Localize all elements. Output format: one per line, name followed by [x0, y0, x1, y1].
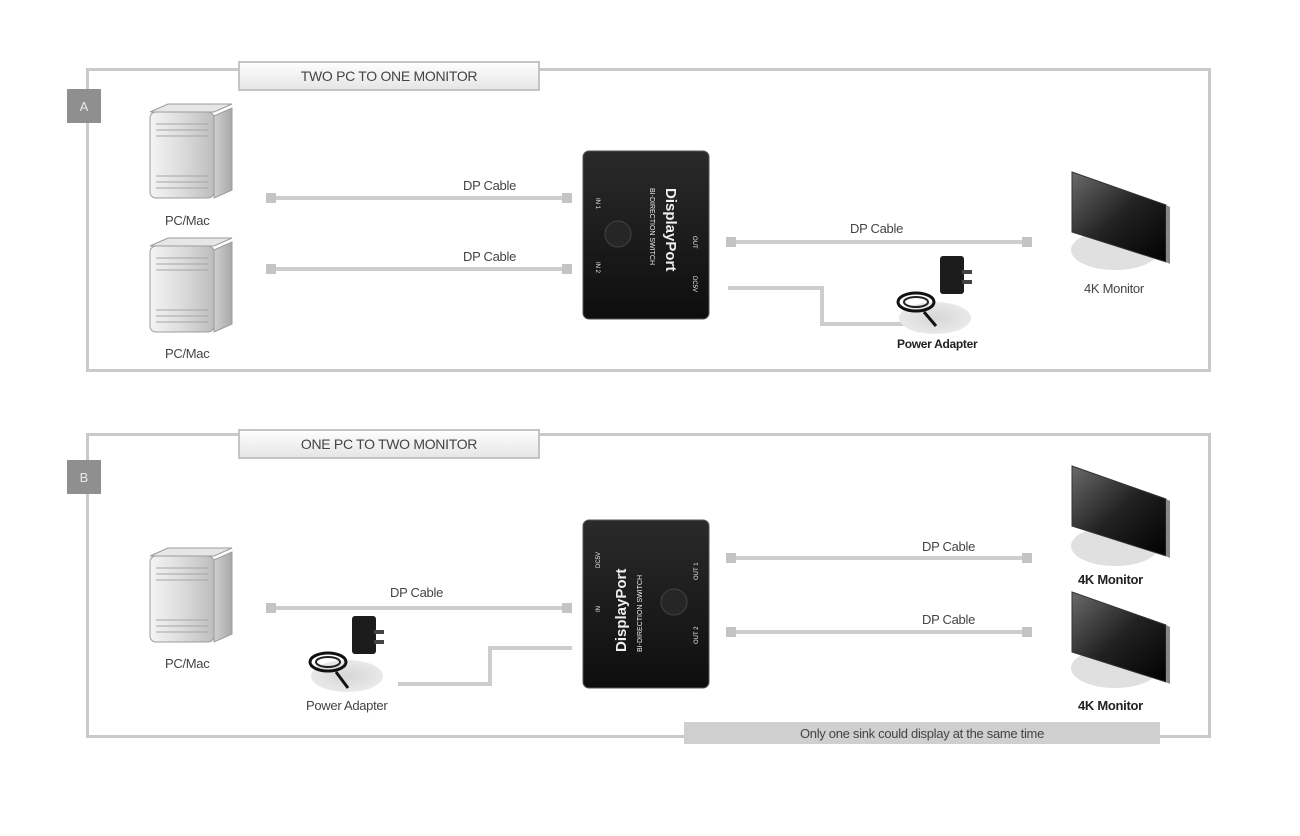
port-label: DC5V: [691, 276, 697, 292]
port-label: IN: [596, 606, 602, 612]
pc-tower-icon: [149, 547, 233, 643]
display-note: Only one sink could display at the same …: [684, 722, 1160, 744]
port-label: IN 1: [594, 198, 600, 210]
displayport-switch-icon: DisplayPort BI-DIRECTION SWITCH IN 1 IN …: [582, 150, 710, 320]
cable-label: DP Cable: [922, 539, 976, 554]
dp-cable-line: [270, 556, 1028, 686]
cable-label: DP Cable: [922, 612, 976, 627]
cable-label: DP Cable: [390, 585, 444, 600]
power-adapter-icon: [308, 616, 384, 692]
monitor-icon: [1071, 591, 1170, 688]
monitor-icon: [1071, 465, 1170, 566]
diagram-a-letter: A: [67, 89, 101, 123]
diagram-b-letter: B: [67, 460, 101, 494]
pc-label: PC/Mac: [165, 346, 210, 361]
power-adapter-label: Power Adapter: [897, 337, 978, 351]
monitor-icon: [1071, 171, 1170, 270]
monitor-label: 4K Monitor: [1078, 698, 1143, 713]
dp-cable-line: [270, 196, 1028, 326]
switch-brand: DisplayPort: [662, 188, 679, 271]
power-adapter-icon: [896, 256, 972, 334]
power-adapter-label: Power Adapter: [306, 698, 388, 713]
diagram-b-title: ONE PC TO TWO MONITOR: [238, 429, 540, 459]
pc-tower-icon: [149, 103, 233, 199]
port-label: IN 2: [594, 262, 600, 274]
cable-label: DP Cable: [850, 221, 904, 236]
switch-brand: DisplayPort: [613, 569, 630, 652]
diagram-b-frame: [86, 433, 1211, 738]
switch-subtitle: BI-DIRECTION SWITCH: [637, 575, 644, 652]
cable-label: DP Cable: [463, 178, 517, 193]
diagram-a-frame: [86, 68, 1211, 372]
monitor-label: 4K Monitor: [1078, 572, 1143, 587]
monitor-label: 4K Monitor: [1084, 281, 1144, 296]
pc-label: PC/Mac: [165, 656, 210, 671]
port-label: OUT 1: [694, 562, 700, 580]
pc-tower-icon: [149, 237, 233, 333]
cable-label: DP Cable: [463, 249, 517, 264]
port-label: OUT: [691, 236, 697, 249]
pc-label: PC/Mac: [165, 213, 210, 228]
displayport-switch-icon: DisplayPort BI-DIRECTION SWITCH OUT 1 OU…: [582, 519, 710, 689]
switch-subtitle: BI-DIRECTION SWITCH: [648, 188, 655, 265]
port-label: DC5V: [596, 552, 602, 568]
port-label: OUT 2: [694, 626, 700, 644]
diagram-a-title: TWO PC TO ONE MONITOR: [238, 61, 540, 91]
